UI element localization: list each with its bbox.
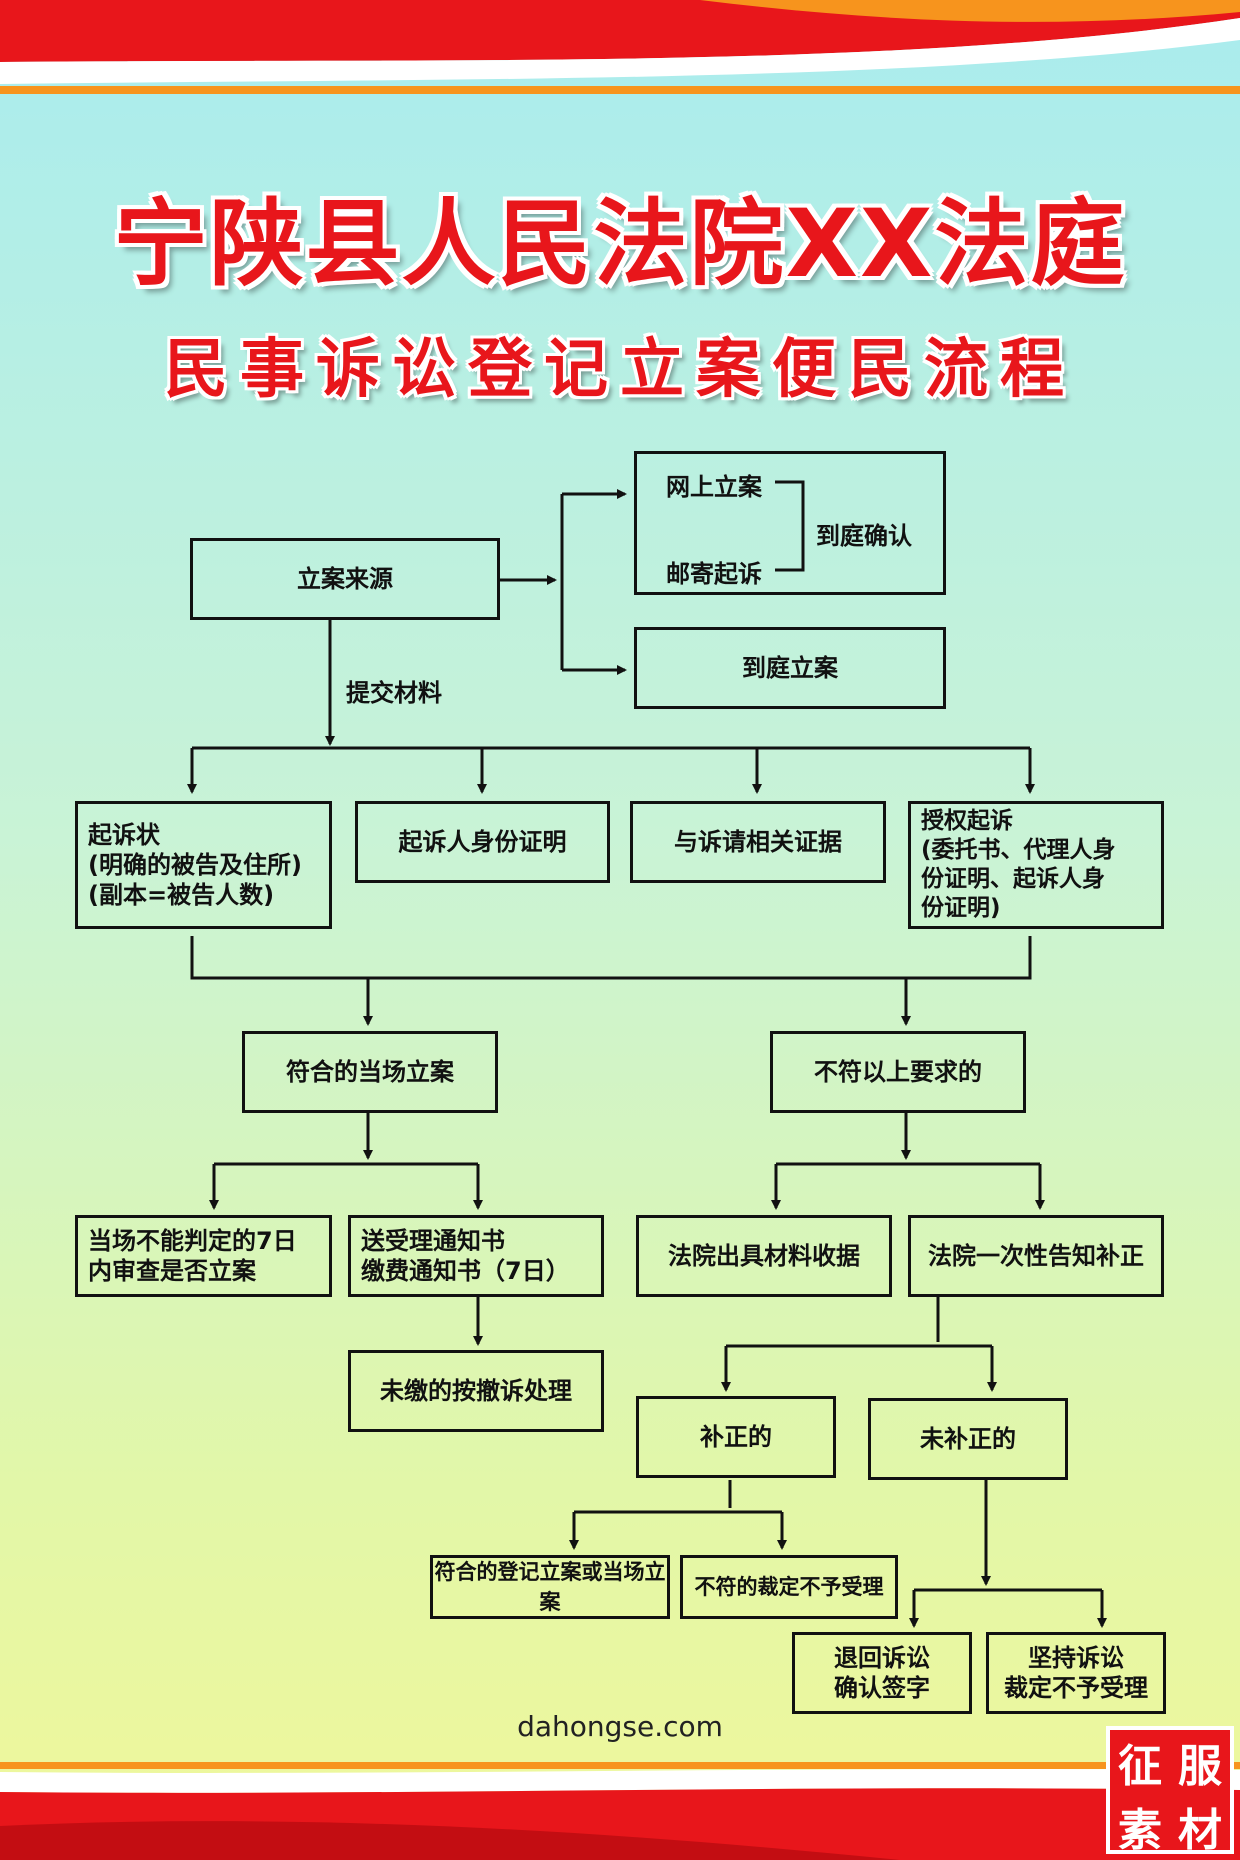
box-corrected: 补正的 [636, 1396, 836, 1478]
watermark-char: 征 [1118, 1741, 1162, 1792]
footer-website: dahongse.com [517, 1710, 723, 1743]
box-filing-source: 立案来源 [190, 538, 500, 620]
box-noncompliant: 不符以上要求的 [770, 1031, 1026, 1113]
watermark-char: 素 [1118, 1805, 1162, 1856]
box-online-mail-group [634, 451, 946, 595]
page-title: 宁陕县人民法院XX法庭 [113, 190, 1127, 299]
box-7day-review: 当场不能判定的7日 内审查是否立案 [75, 1215, 332, 1297]
watermark-char: 服 [1178, 1741, 1222, 1792]
label-mail-filing: 邮寄起诉 [666, 560, 762, 588]
box-unpaid-withdrawal: 未缴的按撤诉处理 [348, 1350, 604, 1432]
box-send-notices: 送受理通知书 缴费通知书（7日） [348, 1215, 604, 1297]
box-register-filing: 符合的登记立案或当场立案 [430, 1555, 670, 1619]
box-compliant-filing: 符合的当场立案 [242, 1031, 498, 1113]
box-material-receipt: 法院出具材料收据 [636, 1215, 892, 1297]
box-authorized-filing: 授权起诉 (委托书、代理人身 份证明、起诉人身 份证明) [908, 801, 1164, 929]
page-subtitle: 民事诉讼登记立案便民流程 [164, 333, 1076, 407]
bracket-online-mail [775, 480, 805, 572]
label-court-confirm: 到庭确认 [816, 522, 912, 550]
label-submit-materials: 提交材料 [346, 679, 442, 707]
watermark-stamp: 征 服 素 材 [1106, 1726, 1234, 1856]
box-court-filing: 到庭立案 [634, 627, 946, 709]
box-return-sign: 退回诉讼 确认签字 [792, 1632, 972, 1714]
label-online-filing: 网上立案 [666, 473, 762, 501]
box-insist-reject: 坚持诉讼 裁定不予受理 [986, 1632, 1166, 1714]
materials-merge [190, 936, 1032, 980]
box-reject-filing: 不符的裁定不予受理 [680, 1555, 898, 1619]
watermark-char: 材 [1178, 1805, 1222, 1856]
box-identity-proof: 起诉人身份证明 [355, 801, 610, 883]
box-complaint: 起诉状 (明确的被告及住所) (副本=被告人数) [75, 801, 332, 929]
box-one-time-notice: 法院一次性告知补正 [908, 1215, 1164, 1297]
box-not-corrected: 未补正的 [868, 1398, 1068, 1480]
box-related-evidence: 与诉请相关证据 [630, 801, 886, 883]
